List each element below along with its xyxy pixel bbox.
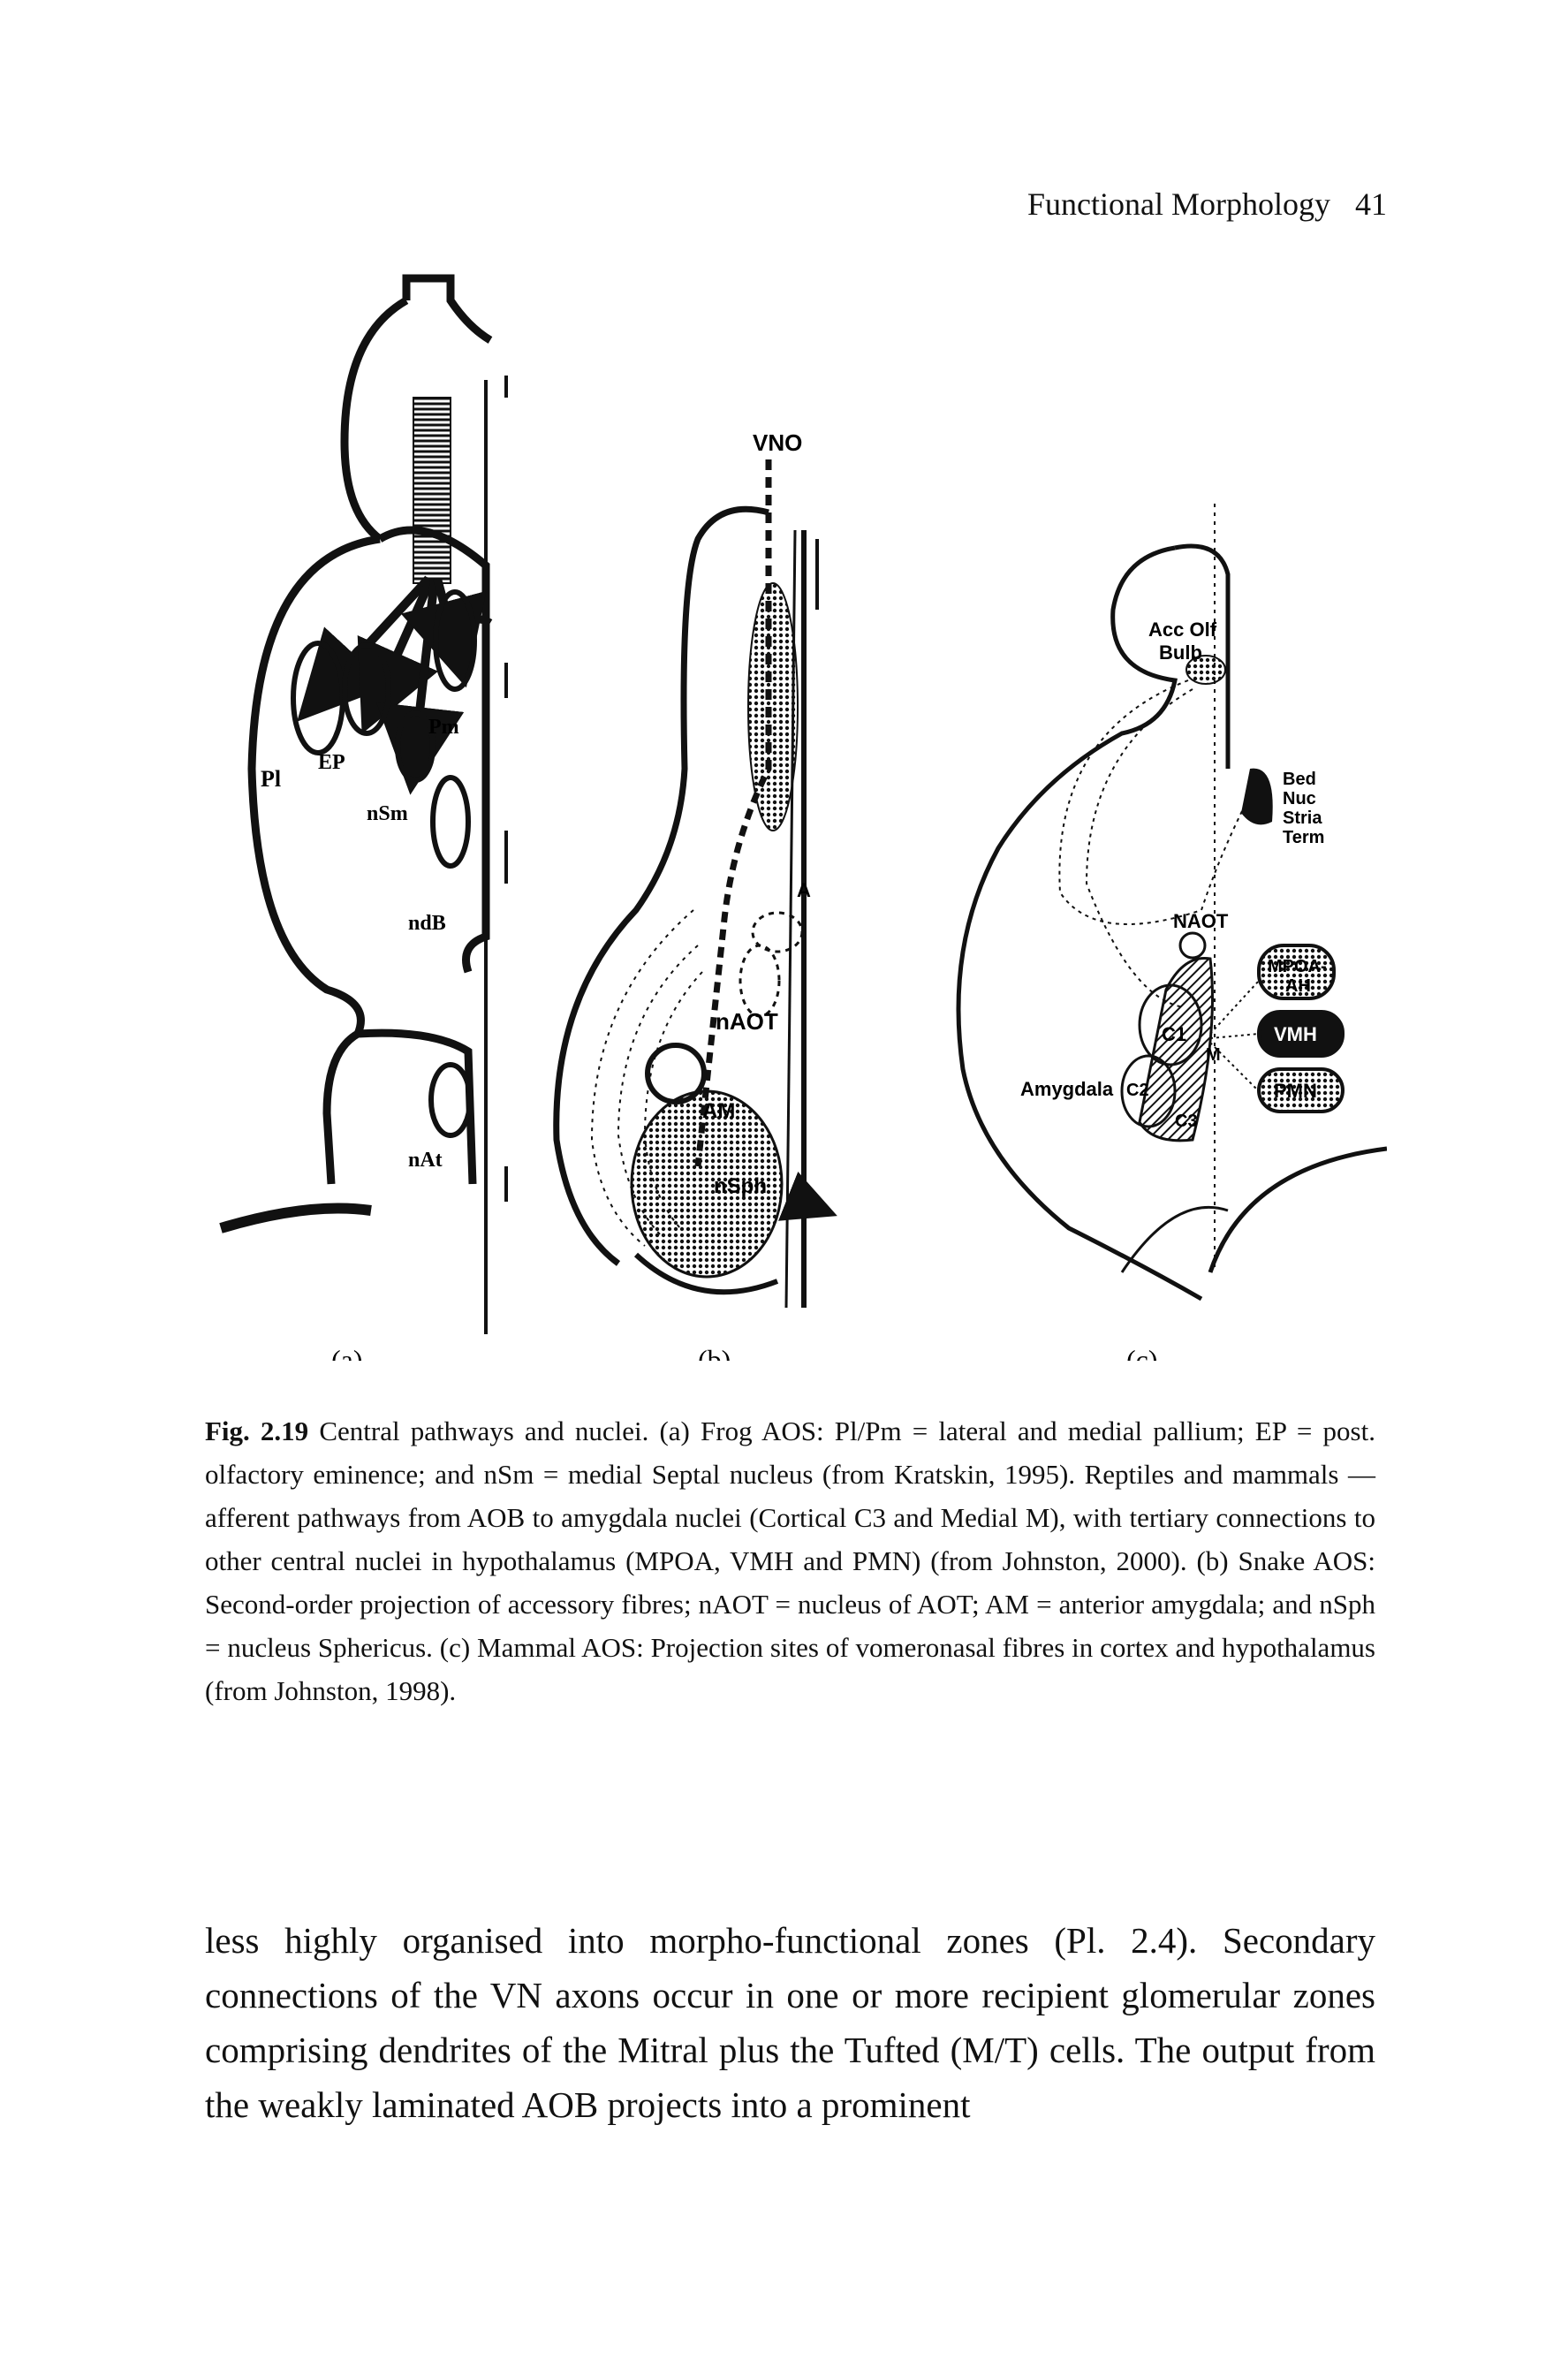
c1-region [1138, 983, 1203, 1066]
label-nat: nAt [408, 1149, 443, 1172]
panel-b-letter: (b) [698, 1344, 731, 1361]
label-nsm: nSm [367, 802, 408, 825]
c2-region [1120, 1054, 1177, 1128]
label-c1: C1 [1162, 1023, 1186, 1045]
label-nuc: Nuc [1283, 789, 1316, 808]
label-vmh: VMH [1274, 1023, 1317, 1045]
panel-c-letter: (c) [1126, 1344, 1158, 1361]
label-naot-b: nAOT [716, 1008, 778, 1035]
panel-b-drawing: VNO A nAOT AM nSph [553, 429, 837, 1309]
bed-nuc-stria-term [1241, 768, 1273, 825]
figure-drawing: Pl EP Pm nSm ndB nAt [219, 274, 1387, 1361]
label-bulb: Bulb [1159, 641, 1202, 664]
frog-brain-outline [247, 274, 493, 1185]
panel-c-drawing: Acc Olf Bulb Bed Nuc Stria Term NAOT Amy… [956, 504, 1387, 1302]
page-number: 41 [1355, 186, 1387, 222]
caption-label: Fig. 2.19 [205, 1415, 309, 1446]
label-bed: Bed [1283, 770, 1316, 789]
label-term: Term [1283, 828, 1324, 847]
figure-caption: Fig. 2.19 Central pathways and nuclei. (… [205, 1409, 1375, 1712]
label-c3: C3 [1175, 1112, 1198, 1131]
running-title: Functional Morphology [1027, 186, 1330, 222]
vmh-nucleus [1257, 1010, 1345, 1058]
pl-nucleus [291, 641, 345, 755]
panel-a-drawing: Pl EP Pm nSm ndB nAt [219, 274, 508, 1334]
figure-2-19: Pl EP Pm nSm ndB nAt [203, 274, 1387, 1361]
panel-a-letter: (a) [331, 1344, 363, 1361]
label-acc-olf: Acc Olf [1148, 619, 1217, 641]
amygdala-c3-m [1138, 956, 1214, 1142]
label-nsph: nSph [714, 1174, 767, 1198]
label-mpoa: MPOA- [1268, 957, 1327, 976]
running-head: Functional Morphology 41 [1027, 186, 1387, 223]
acc-olf-bulb [1185, 655, 1226, 685]
label-ah: AH [1285, 976, 1311, 996]
mammal-brain-outline [956, 545, 1203, 1302]
pm-nucleus [433, 589, 477, 692]
label-ep: EP [318, 751, 345, 774]
ndb-nucleus [430, 775, 471, 869]
label-pm: Pm [428, 716, 459, 739]
label-am: AM [702, 1099, 735, 1123]
label-vno: VNO [753, 429, 802, 456]
vno-projection [694, 459, 772, 1167]
caption-text: Central pathways and nuclei. (a) Frog AO… [205, 1415, 1375, 1706]
label-a: A [797, 879, 811, 901]
label-pl: Pl [261, 766, 281, 792]
ep-nucleus [342, 642, 391, 736]
label-ndb: ndB [408, 912, 446, 935]
olfactory-tract [413, 397, 451, 584]
body-text: less highly organised into morpho-functi… [205, 1913, 1375, 2132]
snake-brain-outline [553, 505, 769, 1266]
mpoa-ah-nucleus [1257, 944, 1336, 1000]
label-stria: Stria [1283, 808, 1322, 828]
label-pmn: PMN [1274, 1080, 1317, 1102]
label-amygdala: Amygdala [1020, 1078, 1114, 1100]
nat-nucleus [428, 1062, 473, 1138]
body-paragraph: less highly organised into morpho-functi… [205, 1920, 1375, 2125]
label-m: M [1206, 1045, 1221, 1065]
label-naot-c: NAOT [1173, 910, 1229, 932]
label-c2: C2 [1126, 1081, 1149, 1100]
nsm-nucleus [395, 710, 436, 783]
aob-region [747, 582, 799, 831]
